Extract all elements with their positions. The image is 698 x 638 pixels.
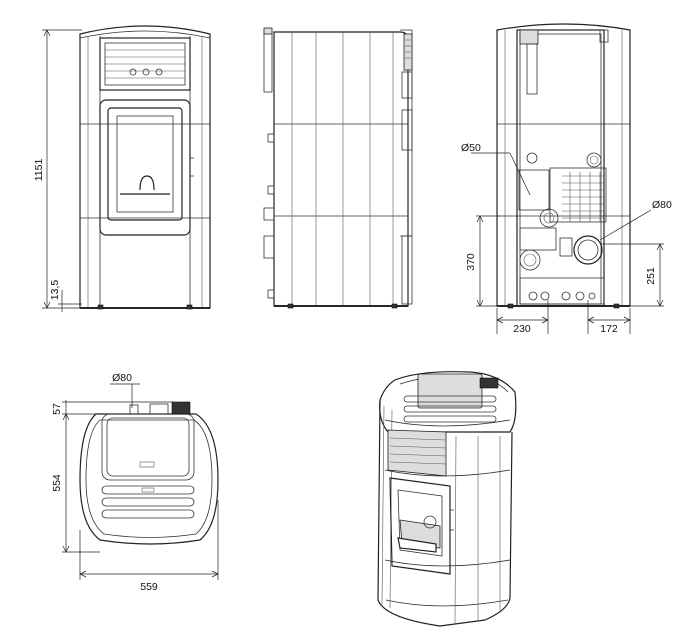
front-view bbox=[79, 25, 211, 310]
perspective-view bbox=[377, 371, 517, 627]
dim-height-inlet: 370 bbox=[465, 253, 477, 271]
dim-height-base: 13,5 bbox=[49, 280, 61, 301]
dim-depth: 554 bbox=[51, 474, 63, 492]
dim-depth-top: 57 bbox=[51, 403, 63, 415]
top-view bbox=[79, 401, 219, 545]
dimension-lines bbox=[42, 29, 664, 580]
dim-width: 559 bbox=[140, 581, 158, 593]
dim-offset-outlet: 172 bbox=[600, 323, 618, 335]
rear-view bbox=[471, 23, 652, 309]
dim-height-outlet: 251 bbox=[645, 267, 657, 285]
dim-flue-diameter: Ø50 bbox=[461, 142, 481, 154]
dim-outlet-diameter: Ø80 bbox=[652, 199, 672, 211]
dim-height-total: 1151 bbox=[33, 159, 45, 182]
dim-top-outlet-diameter: Ø80 bbox=[112, 372, 132, 384]
dimension-labels: 1151 13,5 Ø50 Ø80 370 251 230 172 Ø80 57… bbox=[33, 142, 672, 593]
dim-offset-inlet: 230 bbox=[513, 323, 531, 335]
rear-grille bbox=[562, 172, 604, 222]
side-view bbox=[263, 27, 413, 309]
